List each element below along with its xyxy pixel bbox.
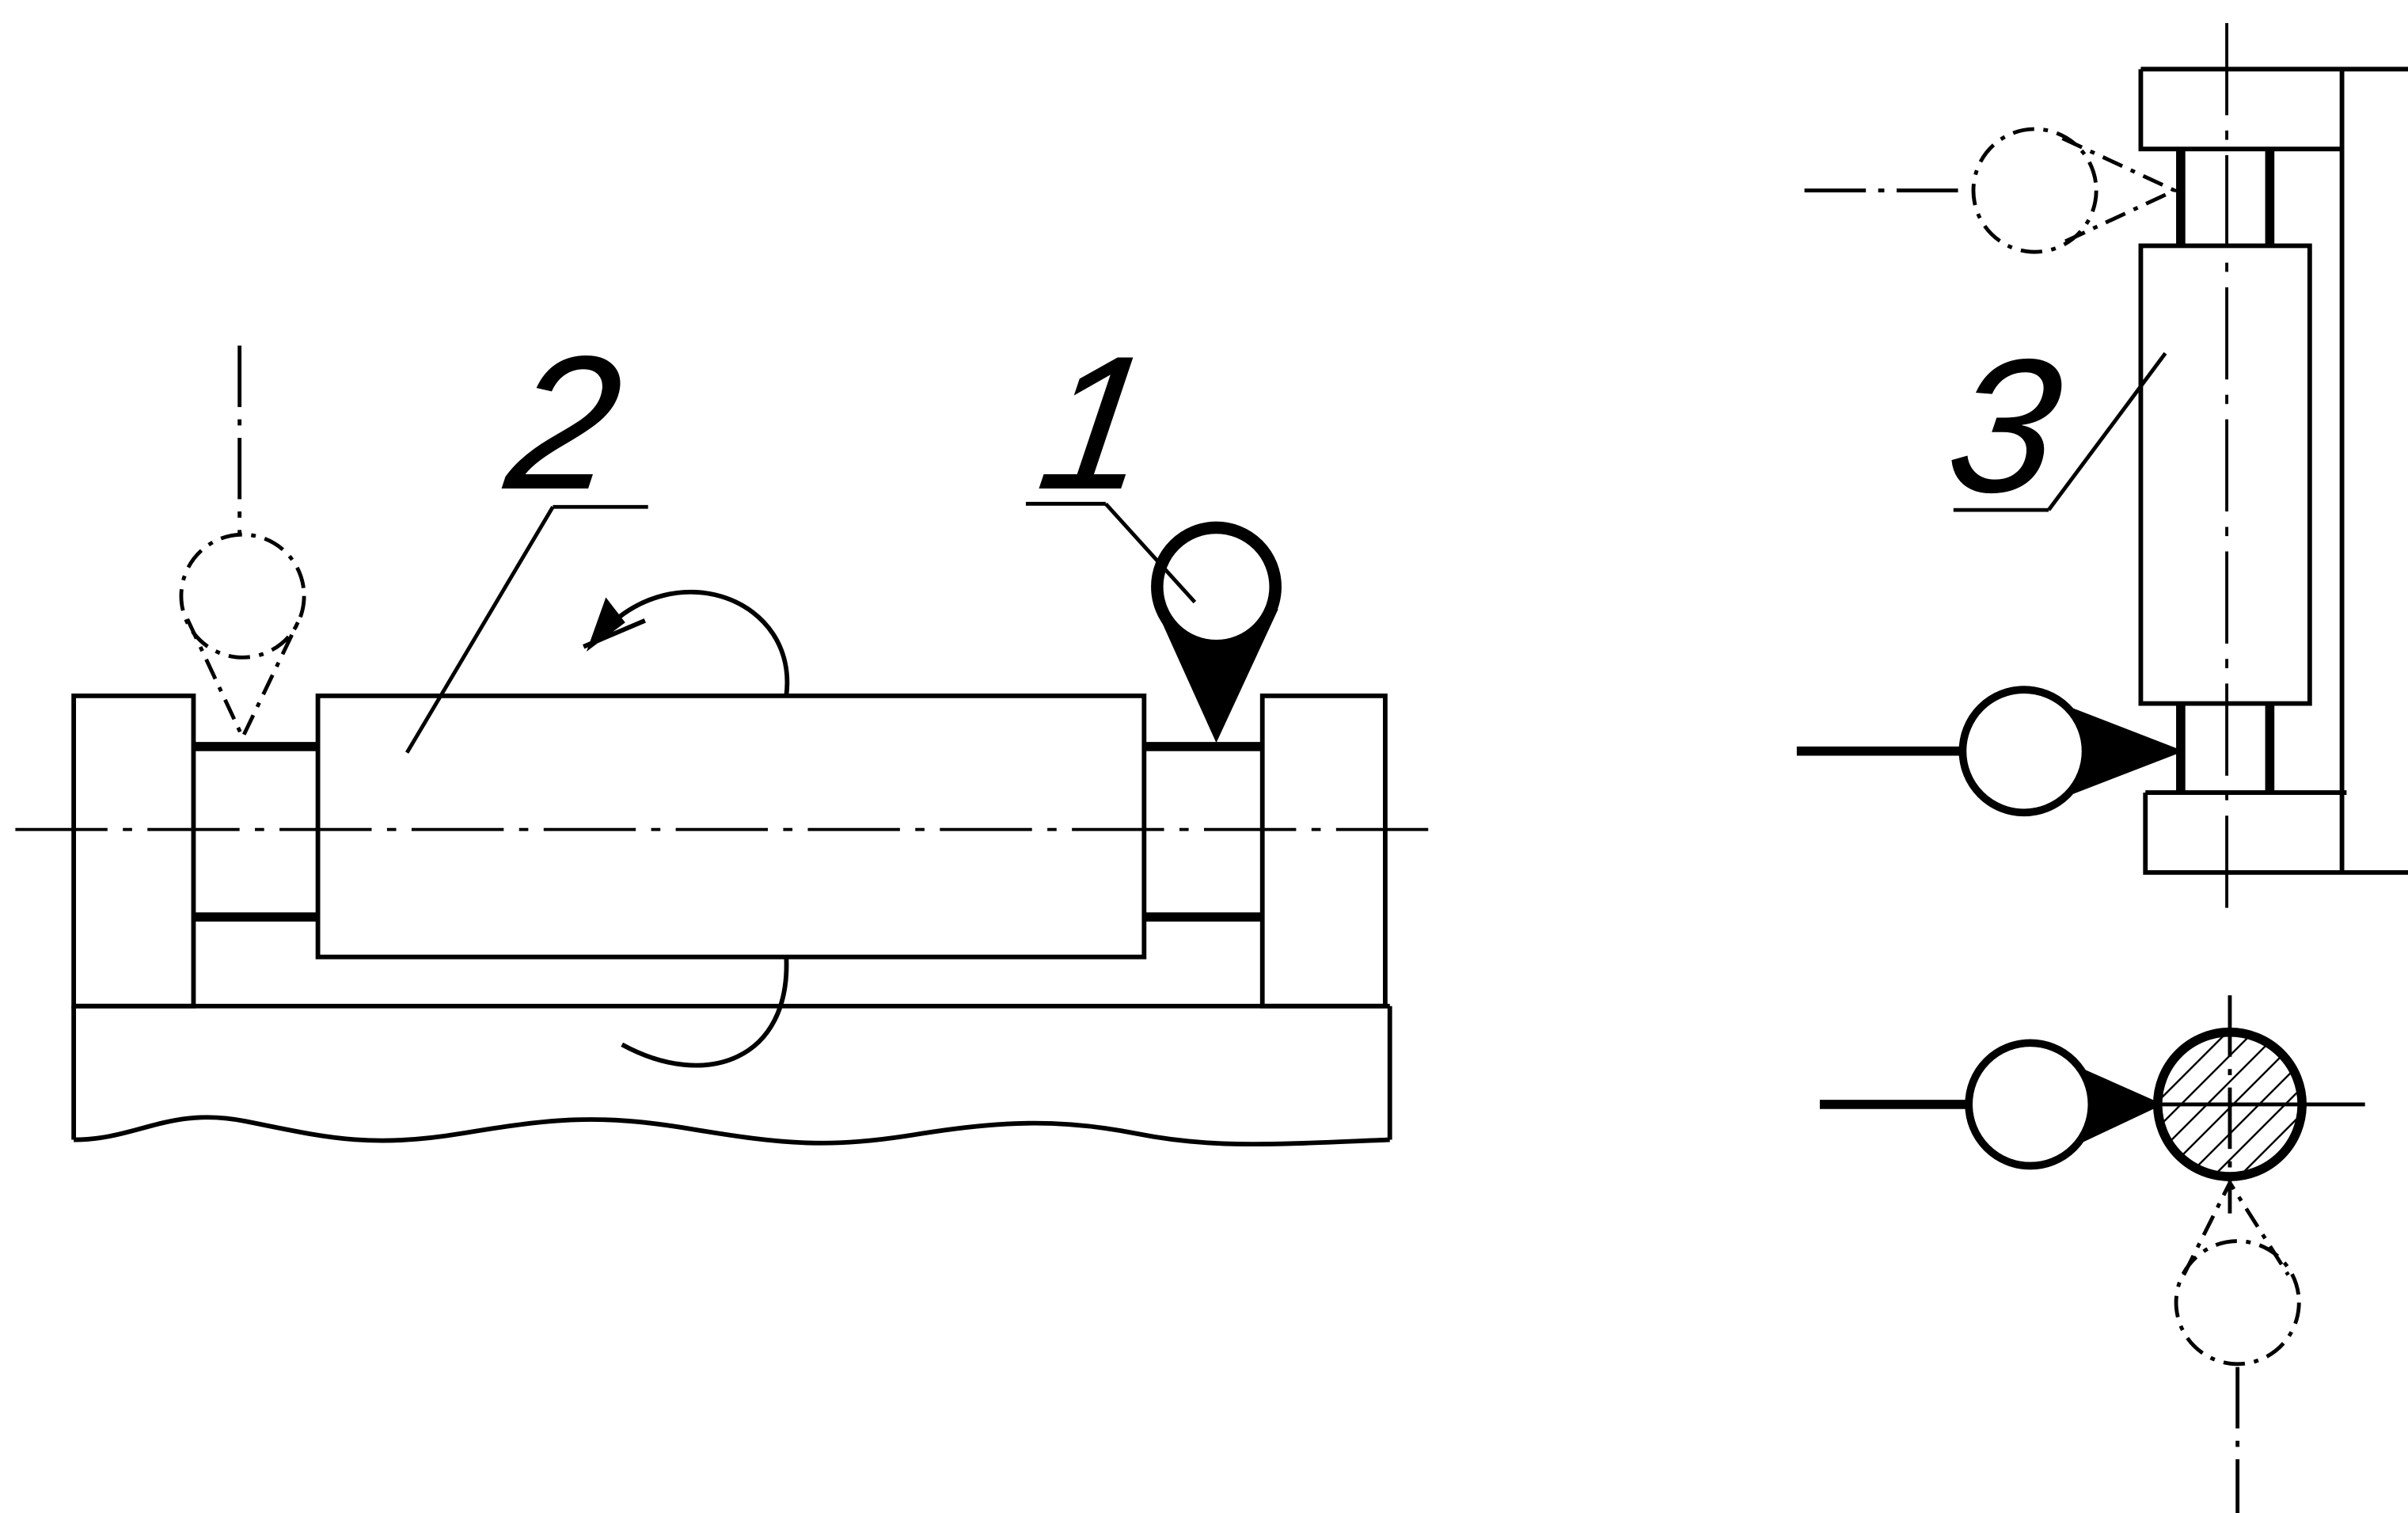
lower-gauge-head: [1796, 686, 2185, 817]
vertical-roller-body: [2138, 243, 2312, 706]
rotation-arrow: [583, 590, 790, 1068]
roller-assembly-view: [15, 345, 1441, 1147]
gauge-head-1: [1151, 521, 1282, 743]
upper-gauge-head-dashed: [1804, 127, 2179, 254]
lower-journal: [2176, 703, 2275, 793]
callout-label-1: 1: [1028, 317, 1164, 530]
callout-label-3: 3: [1937, 320, 2073, 533]
leader-1: [1025, 501, 1197, 604]
machine-bed: [71, 1003, 1392, 1147]
vertical-assembly-view: [1796, 23, 2408, 914]
right-support-block: [1259, 693, 1388, 1009]
left-support-block: [71, 693, 196, 1009]
leader-2: [405, 504, 648, 754]
callout-label-2: 2: [496, 317, 633, 530]
section-bottom-gauge-head-dashed: [2174, 1178, 2301, 1513]
left-gauge-head-dashed: [179, 345, 306, 742]
cross-section-view: [1819, 995, 2365, 1513]
section-left-gauge-head: [1819, 1039, 2163, 1170]
leader-3: [1953, 352, 2167, 512]
roller-body: [315, 693, 1147, 960]
left-journal: [193, 742, 318, 922]
right-journal: [1144, 742, 1263, 922]
upper-journal: [2176, 149, 2275, 246]
vertical-frame: [2138, 67, 2408, 875]
